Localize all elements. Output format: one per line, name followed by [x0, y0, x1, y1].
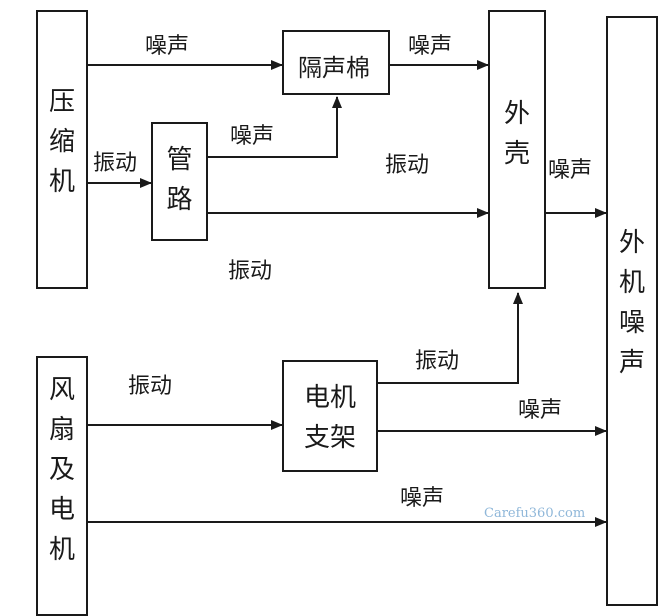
label-pipe-to-shell-upper: 振动 [385, 153, 430, 178]
motor-bracket-label: 电机 支架 [303, 383, 356, 453]
compressor-box: 压 缩 机 [36, 10, 88, 289]
shell-box: 外 壳 [488, 10, 546, 289]
insulation-label: 隔声棉 [298, 54, 370, 82]
fan-motor-box: 风 扇 及 电 机 [36, 356, 88, 616]
fan-motor-label: 风 扇 及 电 机 [48, 375, 75, 565]
shell-label: 外 壳 [503, 99, 530, 169]
pipe-label: 管 路 [166, 145, 193, 215]
label-pipe-to-shell-lower: 振动 [228, 259, 273, 284]
label-shell-to-outdoor: 噪声 [548, 158, 593, 183]
label-compressor-to-insulation: 噪声 [145, 34, 190, 59]
label-compressor-to-pipe: 振动 [93, 151, 138, 176]
label-insulation-to-shell: 噪声 [408, 34, 453, 59]
motor-bracket-box: 电机 支架 [282, 360, 378, 472]
label-bracket-to-outdoor: 噪声 [518, 398, 563, 423]
outdoor-noise-box: 外 机 噪 声 [606, 16, 658, 606]
connector-lines [88, 60, 607, 527]
watermark-text: Carefu360.com [484, 506, 586, 521]
diagram-canvas: 压 缩 机 管 路 隔声棉 外 壳 外 机 噪 声 风 扇 及 电 机 电机 支… [36, 10, 658, 616]
pipe-box: 管 路 [151, 122, 208, 241]
insulation-box: 隔声棉 [282, 30, 390, 95]
label-pipe-to-insulation: 噪声 [230, 124, 275, 149]
compressor-label: 压 缩 机 [48, 87, 75, 197]
arrow-pipe-to-insulation [208, 96, 342, 158]
outdoor-noise-label: 外 机 噪 声 [618, 228, 645, 378]
label-bracket-to-shell: 振动 [415, 349, 460, 374]
label-fan-to-outdoor: 噪声 [400, 486, 445, 511]
label-fan-to-bracket: 振动 [128, 374, 173, 399]
arrow-bracket-to-shell [378, 292, 523, 384]
